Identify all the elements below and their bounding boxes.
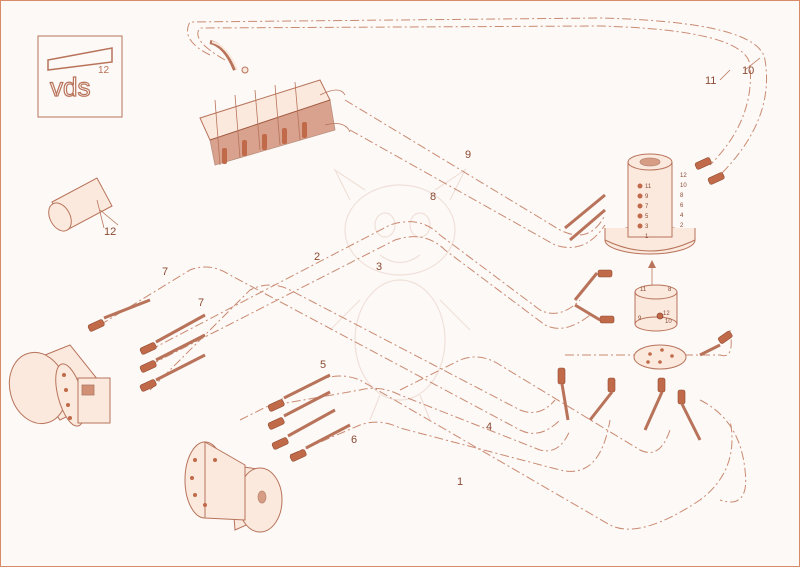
callout-7b: 7 xyxy=(198,297,204,309)
lower-port-12: 12 xyxy=(663,311,670,317)
rotary-joint: 12 11 10 9 8 7 6 5 4 3 2 1 xyxy=(604,153,696,285)
callout-6: 6 xyxy=(351,434,357,446)
logo-badge: 12 xyxy=(98,65,110,76)
control-valve-block xyxy=(199,40,351,166)
left-travel-motor xyxy=(8,344,111,427)
lower-port-11: 11 xyxy=(640,287,647,293)
bottom-travel-motor xyxy=(184,441,283,533)
port-9: 9 xyxy=(645,194,649,200)
callout-1: 1 xyxy=(457,476,463,488)
watermark-mascot xyxy=(329,168,471,421)
port-10: 10 xyxy=(680,183,687,189)
lower-port-8: 8 xyxy=(668,287,672,293)
callout-leaders xyxy=(99,57,761,226)
port-5: 5 xyxy=(645,214,649,220)
callout-labels: 1 2 3 4 5 6 7 7 8 9 10 11 12 xyxy=(104,65,754,488)
lower-port-10: 10 xyxy=(665,319,672,325)
callout-4: 4 xyxy=(486,421,492,433)
callout-7a: 7 xyxy=(162,266,168,278)
callout-5: 5 xyxy=(320,359,326,371)
logo-text: vds xyxy=(50,72,90,102)
port-1: 1 xyxy=(645,234,649,240)
hose-fittings xyxy=(87,157,733,462)
callout-3: 3 xyxy=(376,261,382,273)
hose-segments xyxy=(103,193,721,450)
callout-11: 11 xyxy=(705,75,716,87)
lower-joint: 11 8 9 12 10 xyxy=(633,284,687,370)
lower-port-9: 9 xyxy=(638,316,642,322)
callout-9: 9 xyxy=(465,149,471,161)
callout-12: 12 xyxy=(104,226,116,238)
vds-logo: vds 12 xyxy=(37,35,123,118)
port-4: 4 xyxy=(680,213,684,219)
port-7: 7 xyxy=(645,204,649,210)
port-8: 8 xyxy=(680,193,684,199)
port-11: 11 xyxy=(645,184,652,190)
port-2: 2 xyxy=(680,223,684,229)
callout-10: 10 xyxy=(742,65,754,77)
pipe-part xyxy=(48,177,113,232)
port-6: 6 xyxy=(680,203,684,209)
callout-2: 2 xyxy=(314,251,320,263)
callout-8: 8 xyxy=(430,191,436,203)
port-3: 3 xyxy=(645,224,649,230)
port-12: 12 xyxy=(680,173,687,179)
